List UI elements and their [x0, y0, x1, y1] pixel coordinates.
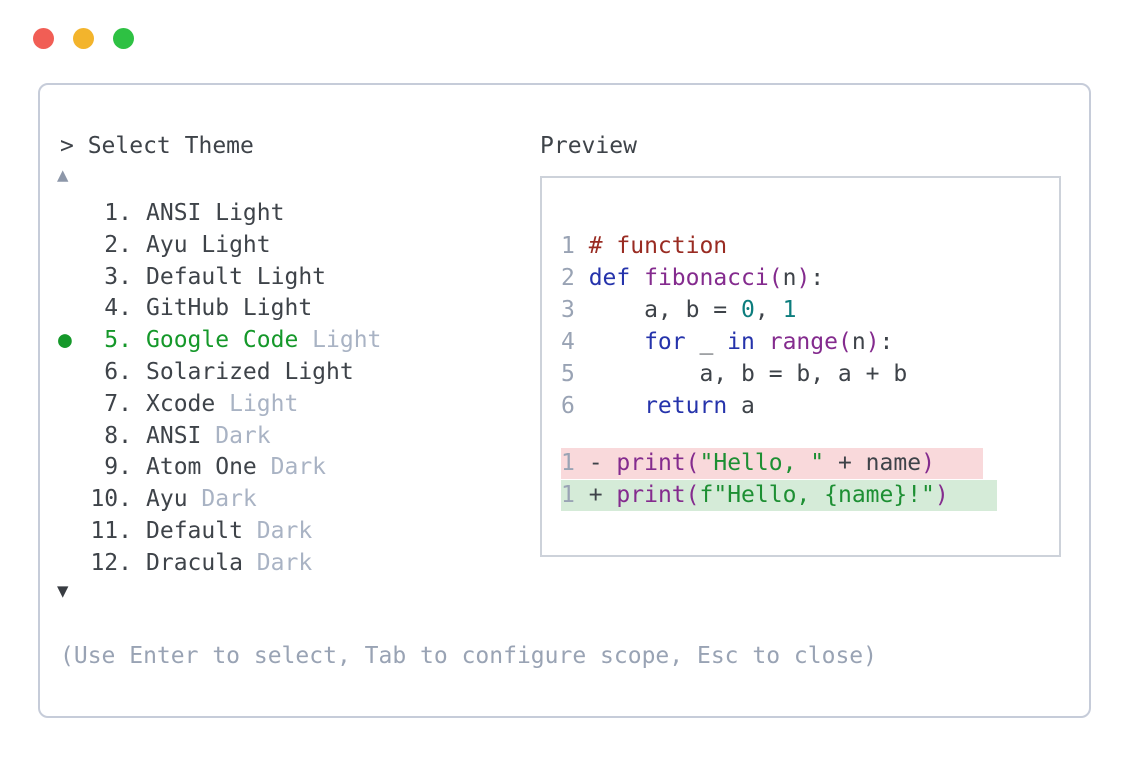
- selection-marker: [58, 389, 90, 421]
- select-theme-prompt: > Select Theme: [60, 133, 254, 159]
- code-line: 4 for _ in range(n):: [561, 327, 893, 358]
- theme-option[interactable]: 12. Dracula Dark: [58, 548, 518, 580]
- theme-number: 6.: [104, 358, 132, 385]
- selection-marker: [58, 452, 90, 484]
- selected-bullet-icon: ●: [58, 327, 72, 354]
- code-line: 5 a, b = b, a + b: [561, 359, 907, 390]
- theme-variant: Dark: [201, 486, 257, 513]
- theme-variant: Light: [229, 390, 299, 417]
- theme-option[interactable]: 11. Default Dark: [58, 516, 518, 548]
- theme-number: 8.: [104, 422, 132, 449]
- theme-name: Ayu Light: [146, 231, 271, 258]
- theme-option[interactable]: 1. ANSI Light: [58, 198, 518, 230]
- code-line: 6 return a: [561, 391, 755, 422]
- line-number: 1: [561, 450, 575, 476]
- selection-marker: [58, 548, 90, 580]
- theme-option[interactable]: 6. Solarized Light: [58, 357, 518, 389]
- theme-name: Dracula: [146, 549, 243, 576]
- theme-name: Default Light: [146, 263, 327, 290]
- theme-name: Default: [146, 517, 243, 544]
- line-number: 6: [561, 393, 575, 419]
- theme-variant: Dark: [215, 422, 271, 449]
- theme-option[interactable]: 3. Default Light: [58, 262, 518, 294]
- theme-number: 10.: [90, 486, 132, 513]
- theme-number: 7.: [104, 390, 132, 417]
- selection-marker: [58, 357, 90, 389]
- theme-number: 2.: [104, 231, 132, 258]
- selection-marker: [58, 516, 90, 548]
- line-number: 1: [561, 482, 575, 508]
- help-text: (Use Enter to select, Tab to configure s…: [60, 643, 877, 669]
- theme-option[interactable]: 7. Xcode Light: [58, 389, 518, 421]
- theme-list: 1. ANSI Light 2. Ayu Light 3. Default Light…: [58, 198, 518, 580]
- theme-number: 5.: [104, 327, 132, 354]
- theme-number: 1.: [104, 200, 132, 226]
- preview-title: Preview: [540, 133, 637, 159]
- theme-option[interactable]: 9. Atom One Dark: [58, 452, 518, 484]
- traffic-light-minimize-button[interactable]: [73, 28, 94, 49]
- selection-marker: [58, 421, 90, 453]
- line-number: 1: [561, 233, 575, 259]
- line-number: 5: [561, 361, 575, 387]
- theme-option[interactable]: 8. ANSI Dark: [58, 421, 518, 453]
- theme-name: Atom One: [146, 454, 257, 481]
- line-number: 4: [561, 329, 575, 355]
- theme-number: 9.: [104, 454, 132, 481]
- theme-variant: Light: [312, 327, 382, 354]
- theme-option[interactable]: 4. GitHub Light: [58, 293, 518, 325]
- theme-variant: Dark: [256, 549, 313, 576]
- theme-name: GitHub Light: [146, 295, 313, 322]
- theme-variant: Dark: [256, 517, 313, 544]
- line-number: 2: [561, 265, 575, 291]
- diff-added-line: 1 + print(f"Hello, {name}!"): [561, 480, 997, 511]
- theme-option[interactable]: 10. Ayu Dark: [58, 484, 518, 516]
- theme-number: 11.: [90, 517, 132, 544]
- theme-number: 3.: [104, 263, 132, 290]
- code-line: 3 a, b = 0, 1: [561, 295, 796, 326]
- theme-name: Solarized Light: [146, 358, 354, 385]
- theme-name: Xcode: [146, 390, 216, 417]
- traffic-light-close-button[interactable]: [33, 28, 54, 49]
- scroll-down-icon[interactable]: ▼: [57, 580, 69, 602]
- theme-name: ANSI: [146, 422, 202, 449]
- theme-variant: Dark: [270, 454, 327, 481]
- selection-marker: [58, 262, 90, 294]
- theme-name: Ayu: [146, 486, 188, 513]
- code-line: 1# function: [561, 231, 727, 262]
- traffic-light-zoom-button[interactable]: [113, 28, 134, 49]
- diff-removed-line: 1 - print("Hello, " + name): [561, 448, 983, 479]
- theme-number: 12.: [90, 549, 132, 576]
- theme-option[interactable]: 2. Ayu Light: [58, 230, 518, 262]
- theme-name: ANSI Light: [146, 200, 285, 226]
- selection-marker: [58, 293, 90, 325]
- theme-name: Google Code: [146, 327, 299, 354]
- theme-option-selected[interactable]: ● 5. Google Code Light: [58, 325, 518, 357]
- selection-marker: [58, 230, 90, 262]
- selection-marker: [58, 484, 90, 516]
- scroll-up-icon[interactable]: ▲: [57, 164, 69, 186]
- theme-number: 4.: [104, 295, 132, 322]
- line-number: 3: [561, 297, 575, 323]
- selection-marker: [58, 198, 90, 230]
